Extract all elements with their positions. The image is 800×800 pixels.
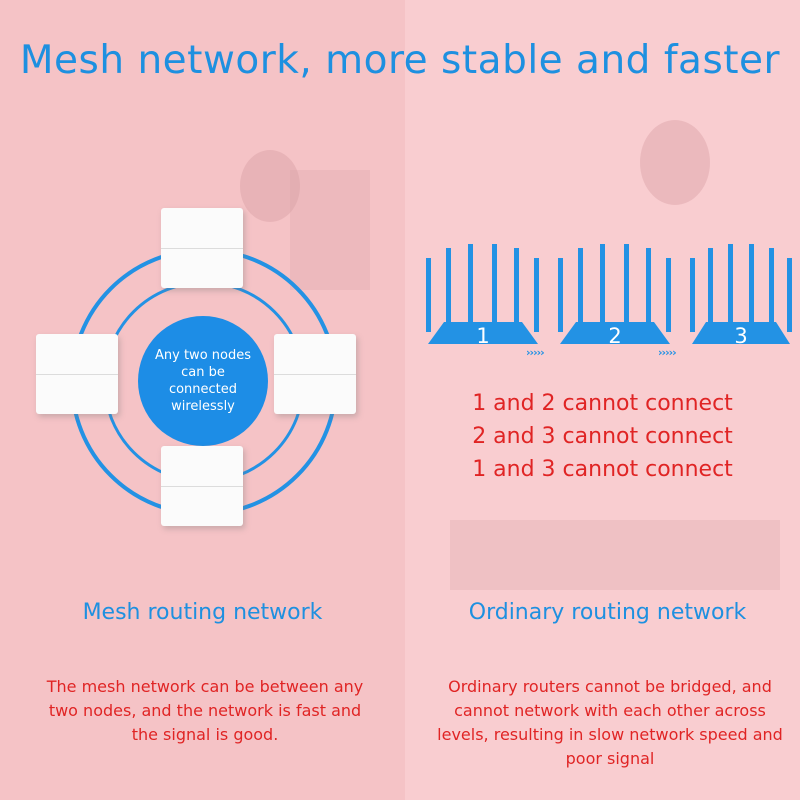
- router-1: 1: [424, 240, 542, 358]
- connect-status-line: 1 and 3 cannot connect: [472, 457, 733, 482]
- ordinary-description: Ordinary routers cannot be bridged, and …: [437, 677, 783, 768]
- ordinary-heading: Ordinary routing network: [468, 600, 747, 625]
- background-person-left: [240, 150, 300, 222]
- mesh-node-top: [161, 208, 243, 288]
- background-frame-left: [290, 170, 370, 290]
- arrow-2-3: ›››››: [658, 346, 677, 359]
- mesh-node-right: [274, 334, 356, 414]
- router-number: 3: [734, 324, 748, 348]
- background-sofa: [450, 520, 780, 590]
- router-2: 2: [556, 240, 674, 358]
- mesh-node-left: [36, 334, 118, 414]
- router-icon: [426, 244, 539, 344]
- mesh-heading: Mesh routing network: [82, 600, 323, 625]
- mesh-node-bottom: [161, 446, 243, 526]
- center-disc: Any two nodes can be connected wirelessl…: [138, 316, 268, 446]
- mesh-description: The mesh network can be between any two …: [46, 677, 364, 744]
- arrow-1-2: ›››››: [526, 346, 545, 359]
- right-panel-background: [405, 0, 800, 800]
- connect-status-line: 1 and 2 cannot connect: [472, 391, 733, 416]
- router-3: 3: [688, 240, 794, 358]
- router-number: 2: [608, 324, 622, 348]
- center-disc-text: Any two nodes can be connected wirelessl…: [155, 348, 251, 414]
- background-person-right: [640, 120, 710, 205]
- page-title: Mesh network, more stable and faster: [19, 38, 781, 83]
- router-icon: [690, 244, 792, 344]
- connect-status-line: 2 and 3 cannot connect: [472, 424, 733, 449]
- router-number: 1: [476, 324, 490, 348]
- router-icon: [558, 244, 671, 344]
